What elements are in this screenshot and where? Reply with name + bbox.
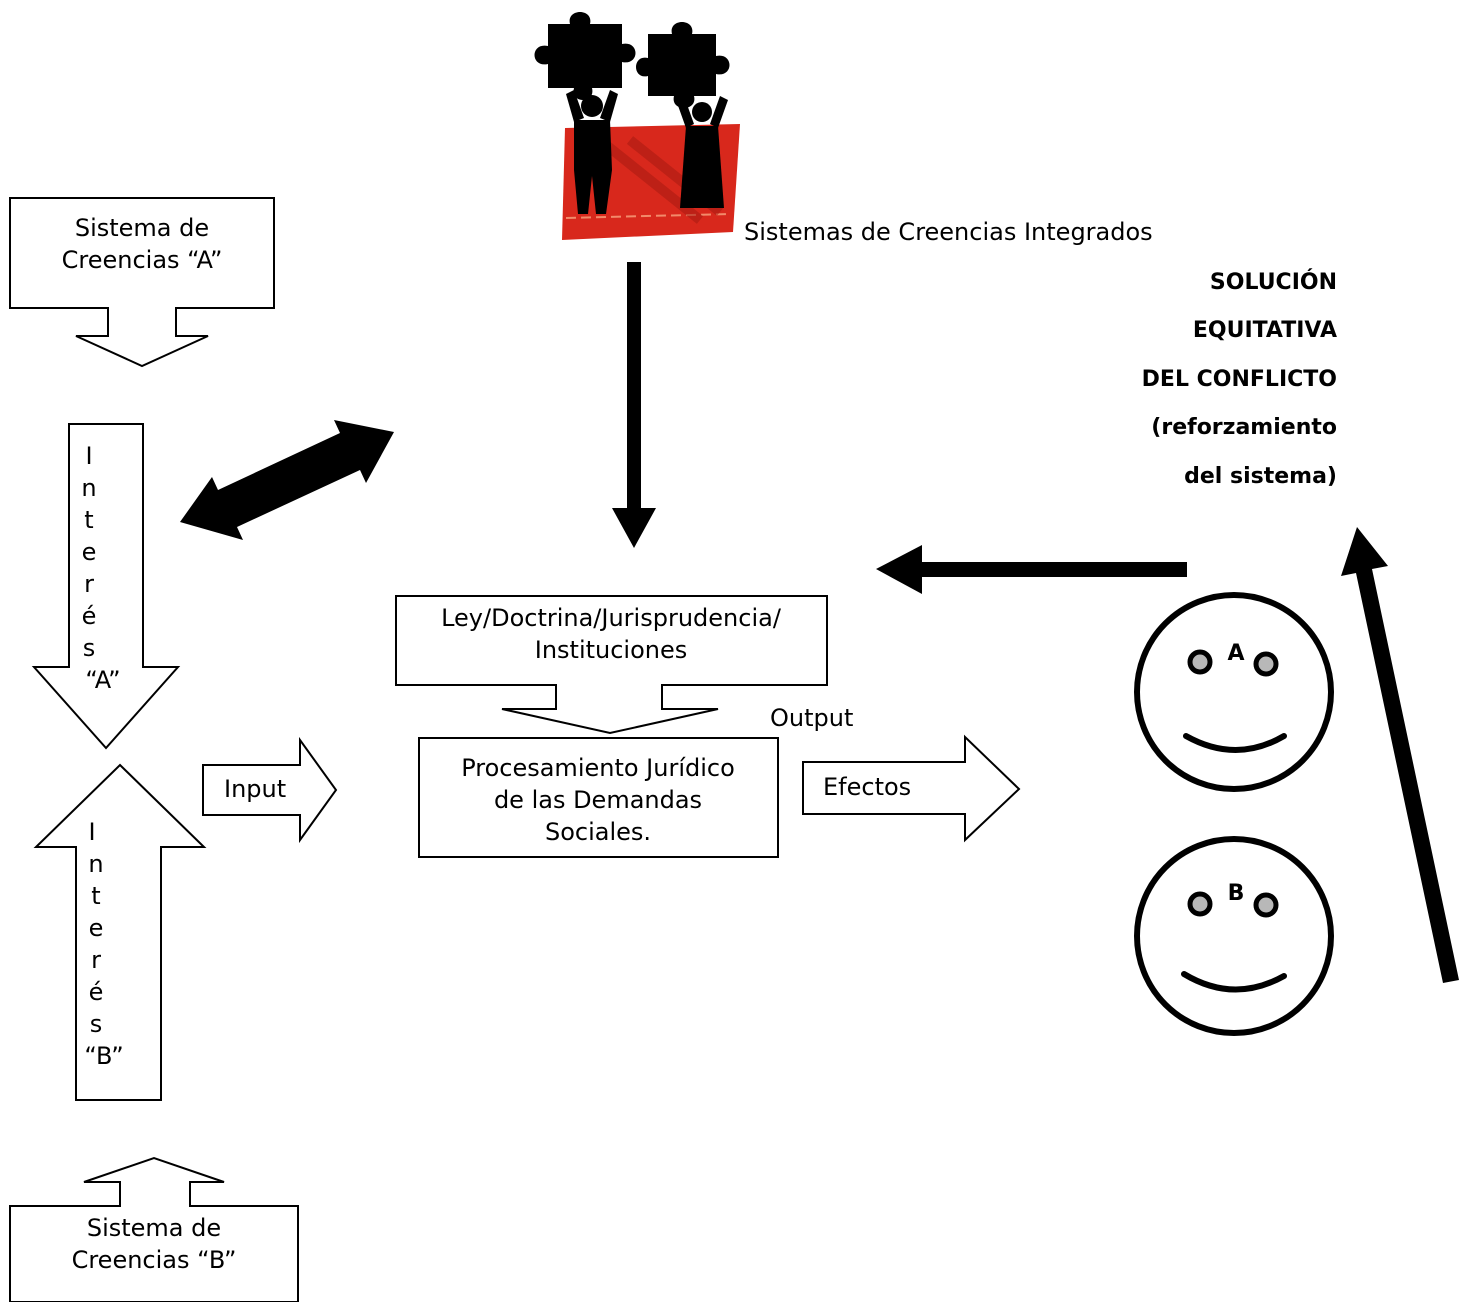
puzzle-people-icon xyxy=(534,12,740,240)
processing-line1: Procesamiento Jurídico xyxy=(461,754,735,782)
integration-down-arrow xyxy=(612,262,656,548)
input-arrow: Input xyxy=(202,736,338,844)
processing-line2: de las Demandas xyxy=(494,786,702,814)
belief-system-b-callout: Sistema de Creencias “B” xyxy=(9,1156,299,1302)
belief-system-a-line1: Sistema de xyxy=(75,214,209,242)
interest-b-char-3: e xyxy=(89,914,104,942)
interest-a-char-5: é xyxy=(82,602,97,630)
belief-system-b-line1: Sistema de xyxy=(87,1214,221,1242)
law-box-line1: Ley/Doctrina/Jurisprudencia/ xyxy=(441,604,782,632)
double-headed-arrow xyxy=(180,420,394,540)
belief-system-b-line2: Creencias “B” xyxy=(72,1246,237,1274)
solution-up-arrow xyxy=(1341,527,1459,983)
interest-a-char-7: “A” xyxy=(85,666,120,694)
interest-b-char-6: s xyxy=(90,1010,103,1038)
interest-b-char-5: é xyxy=(89,978,104,1006)
interest-b-char-2: t xyxy=(91,882,100,910)
processing-line3: Sociales. xyxy=(545,818,651,846)
effects-label: Efectos xyxy=(823,773,911,801)
belief-system-a-line2: Creencias “A” xyxy=(62,246,223,274)
feedback-left-arrow xyxy=(876,545,1187,594)
interest-a-char-6: s xyxy=(83,634,96,662)
interest-a-arrow: I n t e r é s “A” xyxy=(31,423,181,750)
face-b-label: B xyxy=(1228,881,1245,906)
input-label: Input xyxy=(224,775,286,803)
law-doctrine-callout: Ley/Doctrina/Jurisprudencia/ Institucion… xyxy=(395,595,828,735)
face-a-label: A xyxy=(1227,641,1244,666)
interest-a-char-0: I xyxy=(85,442,92,470)
output-label: Output xyxy=(770,704,853,732)
interest-b-char-0: I xyxy=(88,818,95,846)
interest-b-arrow: I n t e r é s “B” xyxy=(33,763,207,1101)
solution-line1: SOLUCIÓN xyxy=(1210,269,1337,295)
interest-a-char-1: n xyxy=(81,474,96,502)
solution-line2: EQUITATIVA xyxy=(1193,318,1337,343)
law-box-line2: Instituciones xyxy=(535,636,688,664)
solution-line5: del sistema) xyxy=(1184,464,1337,489)
solution-text: SOLUCIÓN EQUITATIVA DEL CONFLICTO (refor… xyxy=(1142,269,1337,489)
interest-a-char-2: t xyxy=(84,506,93,534)
smiley-face-a-icon: A xyxy=(1134,592,1334,792)
interest-a-char-4: r xyxy=(84,570,94,598)
interest-b-char-4: r xyxy=(91,946,101,974)
interest-b-char-1: n xyxy=(88,850,103,878)
smiley-face-b-icon: B xyxy=(1134,836,1334,1036)
solution-line4: (reforzamiento xyxy=(1151,415,1337,440)
effects-arrow: Efectos xyxy=(802,734,1021,843)
legal-processing-box: Procesamiento Jurídico de las Demandas S… xyxy=(418,737,779,858)
interest-a-char-3: e xyxy=(82,538,97,566)
belief-system-a-callout: Sistema de Creencias “A” xyxy=(9,197,275,368)
solution-line3: DEL CONFLICTO xyxy=(1142,367,1337,392)
interest-b-char-7: “B” xyxy=(84,1042,123,1070)
integrated-beliefs-label: Sistemas de Creencias Integrados xyxy=(744,218,1153,246)
